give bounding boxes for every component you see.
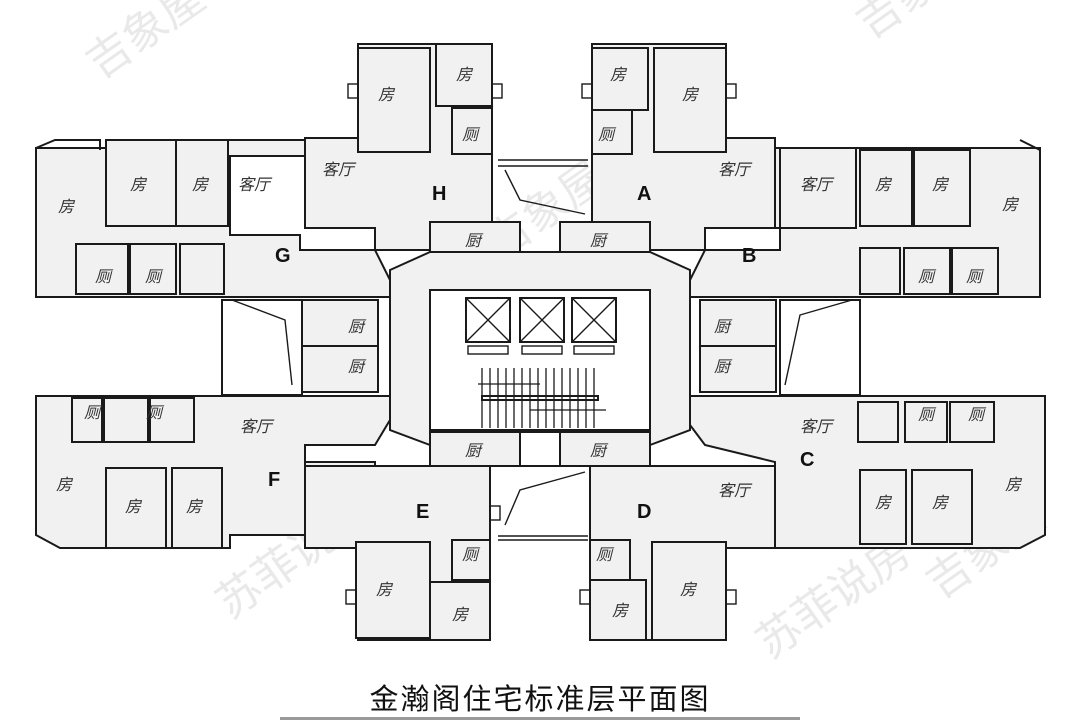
room-label-toilet: 厕 xyxy=(918,267,937,286)
room-label-living: 客厅 xyxy=(240,417,275,436)
room-label-kitchen: 厨 xyxy=(465,231,484,250)
watermark: 吉象屋 xyxy=(77,0,214,89)
plan-title: 金瀚阁住宅标准层平面图 xyxy=(369,682,711,716)
unit-c[interactable]: 厕 厕 客厅 房 房 房 C xyxy=(689,395,1046,549)
room-label-kitchen: 厨 xyxy=(714,317,733,336)
room-label-toilet: 厕 xyxy=(462,545,481,564)
unit-label-a: A xyxy=(637,183,651,205)
room-label-bedroom: 房 xyxy=(192,175,210,194)
door-swing xyxy=(504,471,586,526)
room-label-kitchen: 厨 xyxy=(590,441,609,460)
room-label-living: 客厅 xyxy=(322,160,357,179)
corridor-wall xyxy=(498,159,588,167)
room-label-toilet: 厕 xyxy=(966,267,985,286)
room-label-bedroom: 房 xyxy=(186,497,204,516)
room-label-bedroom: 房 xyxy=(1005,475,1023,494)
unit-d[interactable]: 厕 房 房 客厅 D xyxy=(579,465,776,641)
room-label-toilet: 厕 xyxy=(145,267,164,286)
elevator-2 xyxy=(519,297,565,355)
unit-label-g: G xyxy=(275,245,291,267)
room-label-kitchen: 厨 xyxy=(590,231,609,250)
unit-g[interactable]: 房 房 房 客厅 厕 厕 G xyxy=(35,139,391,298)
room-label-bedroom: 房 xyxy=(58,197,76,216)
room-label-toilet: 厕 xyxy=(596,545,615,564)
room-label-kitchen: 厨 xyxy=(348,317,367,336)
room-label-bedroom: 房 xyxy=(680,580,698,599)
room-label-bedroom: 房 xyxy=(1002,195,1020,214)
unit-label-f: F xyxy=(268,469,280,491)
unit-label-c: C xyxy=(800,449,814,471)
room-label-bedroom: 房 xyxy=(130,175,148,194)
room-label-bedroom: 房 xyxy=(378,85,396,104)
room-label-living: 客厅 xyxy=(718,160,753,179)
light-well-right: 厨 厨 xyxy=(699,299,861,396)
room-label-toilet: 厕 xyxy=(598,125,617,144)
room-label-bedroom: 房 xyxy=(125,497,143,516)
room-label-bedroom: 房 xyxy=(932,493,950,512)
room-label-kitchen: 厨 xyxy=(714,357,733,376)
unit-label-h: H xyxy=(432,183,446,205)
room-label-kitchen: 厨 xyxy=(465,441,484,460)
elevator-1 xyxy=(465,297,511,355)
unit-b[interactable]: 客厅 房 房 房 厕 厕 B xyxy=(689,139,1041,298)
unit-label-b: B xyxy=(742,245,756,267)
unit-e[interactable]: 房 房 厕 E xyxy=(304,465,501,641)
room-label-bedroom: 房 xyxy=(612,601,630,620)
room-label-toilet: 厕 xyxy=(95,267,114,286)
room-label-toilet: 厕 xyxy=(918,405,937,424)
room-label-bedroom: 房 xyxy=(932,175,950,194)
stair xyxy=(478,368,606,428)
room-label-toilet: 厕 xyxy=(84,403,103,422)
unit-label-e: E xyxy=(416,501,429,523)
unit-h[interactable]: 房 房 厕 客厅 厨 H xyxy=(304,43,521,253)
room-label-bedroom: 房 xyxy=(456,65,474,84)
room-label-living: 客厅 xyxy=(800,417,835,436)
room-label-living: 客厅 xyxy=(800,175,835,194)
core: 厨 厨 xyxy=(389,251,691,467)
light-well-left: 厨 厨 xyxy=(221,299,379,396)
elevator-3 xyxy=(571,297,617,355)
room-label-bedroom: 房 xyxy=(875,493,893,512)
room-label-bedroom: 房 xyxy=(610,65,628,84)
room-label-bedroom: 房 xyxy=(56,475,74,494)
room-label-bedroom: 房 xyxy=(376,580,394,599)
room-label-toilet: 厕 xyxy=(146,403,165,422)
title-underline xyxy=(280,717,800,720)
watermark: 吉象屋 xyxy=(847,0,984,49)
room-label-living: 客厅 xyxy=(238,175,273,194)
room-label-bedroom: 房 xyxy=(875,175,893,194)
room-label-bedroom: 房 xyxy=(452,605,470,624)
room-label-toilet: 厕 xyxy=(968,405,987,424)
room-label-bedroom: 房 xyxy=(682,85,700,104)
room-label-kitchen: 厨 xyxy=(348,357,367,376)
corridor-wall xyxy=(498,535,588,541)
unit-label-d: D xyxy=(637,501,651,523)
room-label-living: 客厅 xyxy=(718,481,753,500)
unit-a[interactable]: 房 房 厕 客厅 厨 A xyxy=(559,43,776,253)
room-label-toilet: 厕 xyxy=(462,125,481,144)
door-swing xyxy=(504,169,586,215)
